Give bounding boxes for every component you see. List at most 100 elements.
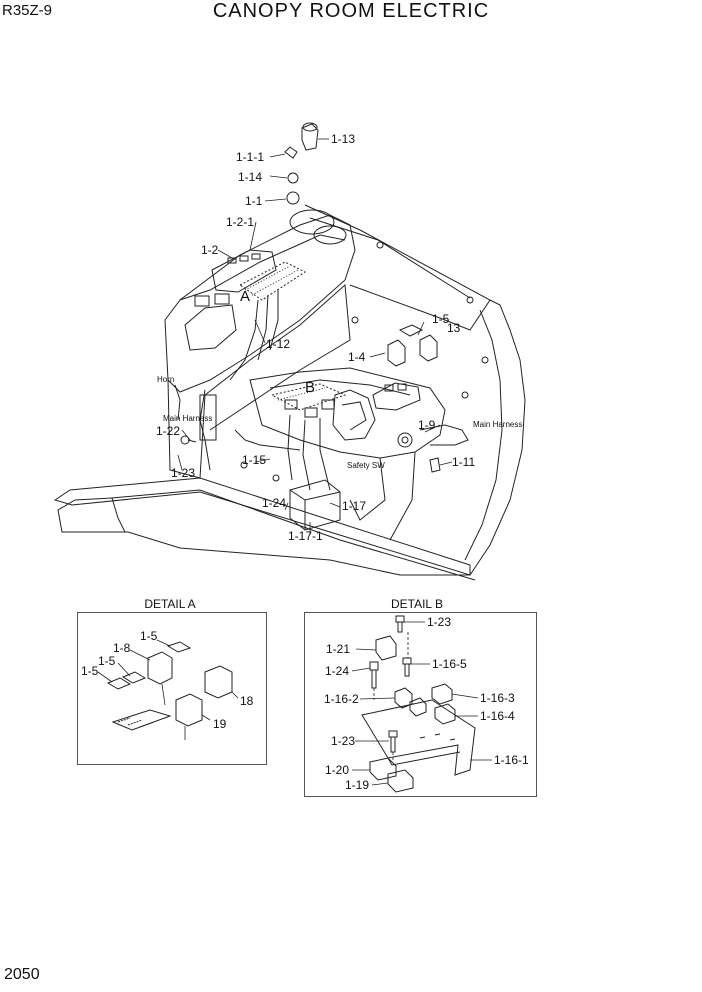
callout-1-1-1: 1-1-1 xyxy=(236,150,265,164)
knob-top xyxy=(302,122,318,132)
callout-main-harness-right: Main Harness xyxy=(473,420,523,429)
callout-1-15: 1-15 xyxy=(242,453,267,467)
detail-b-title: DETAIL B xyxy=(390,597,443,611)
detail-a-hatch xyxy=(239,261,307,301)
harness-wire xyxy=(199,389,211,471)
model-code: R35Z-9 xyxy=(2,2,53,19)
floor-edge xyxy=(62,531,470,576)
detail-a-title: DETAIL A xyxy=(144,597,196,611)
detail-b-callout-1-21: 1-21 xyxy=(326,642,351,656)
callout-main-harness-left: Main Harness xyxy=(163,414,213,423)
right-console-body xyxy=(249,367,446,459)
safety-switch xyxy=(397,432,413,448)
callout-1-4: 1-4 xyxy=(348,350,366,364)
callout-1-24: 1-24 xyxy=(262,496,287,510)
detail-a-callout-1-5-left: 1-5 xyxy=(81,664,99,678)
detail-a-callout-19: 19 xyxy=(213,717,227,731)
harness-wire xyxy=(269,290,279,351)
detail-a-callout-1-5-top: 1-5 xyxy=(140,629,158,643)
detail-a-box xyxy=(77,612,267,765)
main-harness-right xyxy=(419,424,469,446)
bolt xyxy=(481,356,489,364)
callout-1-11: 1-11 xyxy=(452,455,476,469)
cup-holder-inner xyxy=(313,225,347,245)
harness-wire xyxy=(234,429,301,451)
detail-b-callout-1-16-3: 1-16-3 xyxy=(480,691,515,705)
callout-horn: Horn xyxy=(157,375,175,384)
callout-A: A xyxy=(240,288,251,305)
callout-1-17: 1-17 xyxy=(342,499,367,513)
bolt xyxy=(376,241,384,249)
detail-b-callout-1-16-5: 1-16-5 xyxy=(432,657,467,671)
right-side-frame-inner xyxy=(464,309,503,561)
page-number: 2050 xyxy=(4,966,40,983)
callout-1-1: 1-1 xyxy=(245,194,263,208)
cup-holder xyxy=(289,209,335,235)
horn-wire xyxy=(174,384,181,421)
harness-wire xyxy=(302,419,311,491)
switch-slot xyxy=(194,295,210,307)
harness-wire xyxy=(257,294,269,361)
left-console-top xyxy=(179,234,346,301)
bolt xyxy=(272,474,280,482)
detail-b-callout-1-24: 1-24 xyxy=(325,664,350,678)
detail-b-callout-1-16-2: 1-16-2 xyxy=(324,692,359,706)
controller-box xyxy=(289,479,341,531)
detail-b-hatch xyxy=(270,383,347,411)
relay xyxy=(321,399,335,410)
callout-1-5: 1-5 xyxy=(432,312,450,326)
floor-frame xyxy=(53,477,471,576)
callout-1-9: 1-9 xyxy=(418,418,436,432)
controller-box-top xyxy=(289,489,341,501)
left-console-side xyxy=(204,283,351,431)
callout-13: 13 xyxy=(447,321,461,335)
cluster-indicator xyxy=(239,255,249,262)
detail-b-callout-1-20: 1-20 xyxy=(325,763,350,777)
back-panel-top xyxy=(309,217,471,299)
left-console-front xyxy=(167,379,206,479)
main-assembly-drawing xyxy=(53,122,526,581)
knob xyxy=(301,123,319,151)
detail-b-callout-1-23-top: 1-23 xyxy=(427,615,452,629)
safety-switch-inner xyxy=(401,436,409,444)
right-switch xyxy=(397,383,407,391)
page-title: CANOPY ROOM ELECTRIC xyxy=(212,0,490,22)
right-side-frame xyxy=(469,299,526,576)
joystick-boot xyxy=(341,401,367,431)
bolt xyxy=(240,461,248,469)
detail-a-callout-18: 18 xyxy=(240,694,254,708)
callout-1-2-1: 1-2-1 xyxy=(226,215,255,229)
switch-1-4 xyxy=(387,339,406,367)
callout-1-2: 1-2 xyxy=(201,243,219,257)
detail-b-box xyxy=(304,612,537,797)
harness-wire xyxy=(287,414,293,481)
cluster-indicator xyxy=(251,253,261,260)
bolt xyxy=(351,316,359,324)
leader-lines xyxy=(177,138,453,535)
right-switch-panel xyxy=(372,382,421,411)
detail-a-hatch xyxy=(244,265,291,291)
callout-B: B xyxy=(305,379,316,396)
joystick xyxy=(332,389,376,441)
bracket-plate xyxy=(199,394,217,441)
detail-a-callout-1-5-mid: 1-5 xyxy=(98,654,116,668)
bolt xyxy=(461,391,469,399)
detail-b-callout-1-19: 1-19 xyxy=(345,778,370,792)
key-switch-ring xyxy=(287,172,299,184)
callout-1-13: 1-13 xyxy=(331,132,356,146)
switch-slot xyxy=(214,293,230,305)
harness-wire xyxy=(229,299,259,381)
relay xyxy=(284,399,298,410)
detail-b-hatch xyxy=(277,387,326,401)
callout-1-17-1: 1-17-1 xyxy=(288,529,323,543)
back-panel xyxy=(304,204,491,331)
bolt xyxy=(466,296,474,304)
detail-b-callout-1-23-bot: 1-23 xyxy=(331,734,356,748)
detail-b-callout-1-16-4: 1-16-4 xyxy=(480,709,515,723)
callout-safety-sw: Safety SW xyxy=(347,461,385,470)
callout-1-12: 1-12 xyxy=(266,337,291,351)
right-console-top xyxy=(269,379,411,396)
right-switch xyxy=(384,384,394,392)
right-console-front xyxy=(349,457,386,521)
switch-13 xyxy=(419,334,438,362)
